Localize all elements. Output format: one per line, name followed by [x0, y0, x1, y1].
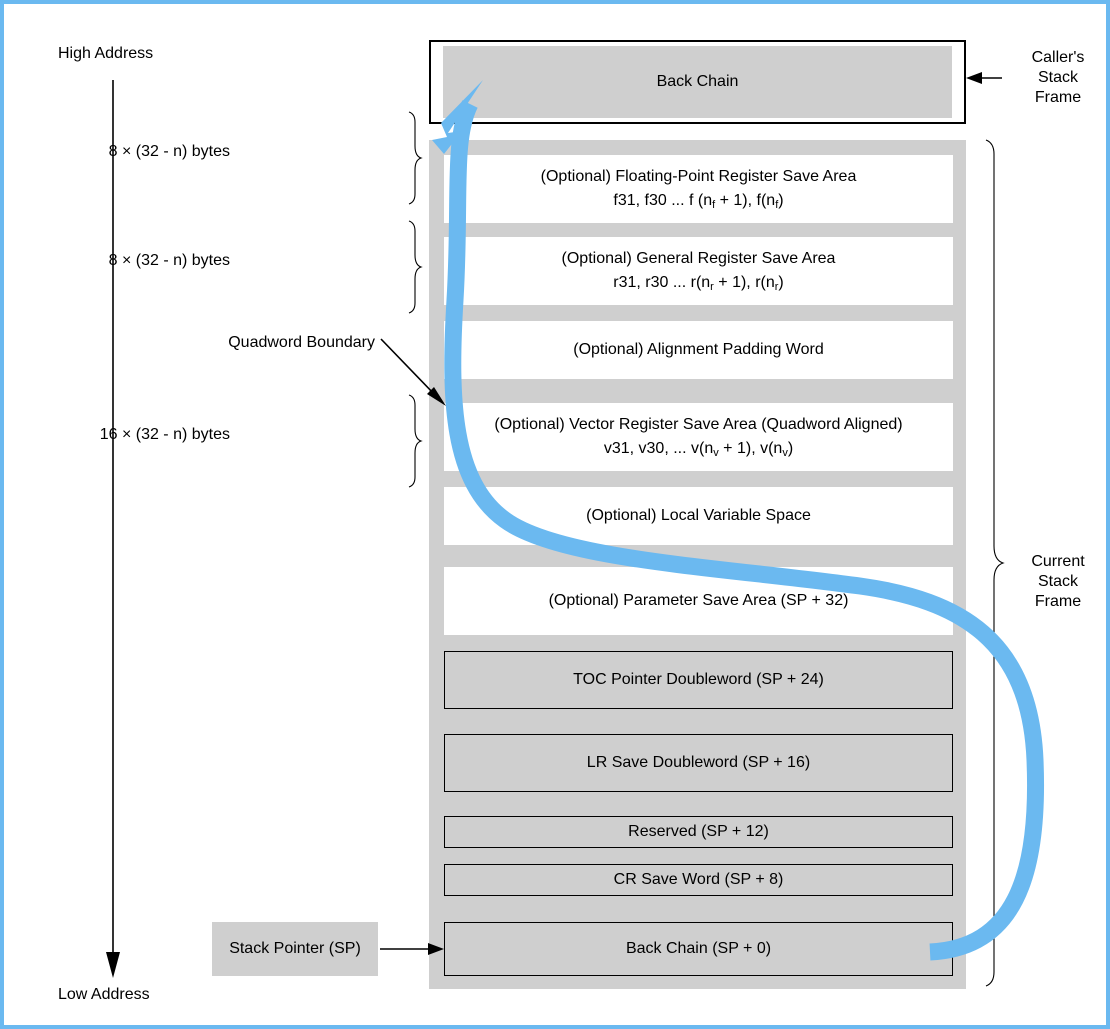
stack-row-parameter-save-area-line1: (Optional) Parameter Save Area (SP + 32) — [548, 592, 849, 610]
current-stack-frame-label-line3: Frame — [1034, 593, 1082, 610]
stack-row-fpr-save-area-line2: f31, f30 ... f (nf + 1), f(nf) — [613, 191, 784, 211]
callers-stack-frame-label-line1: Caller's — [1031, 49, 1085, 66]
stack-row-lr-save-doubleword-line1: LR Save Doubleword (SP + 16) — [586, 754, 811, 772]
low-address-label: Low Address — [58, 986, 150, 1003]
stack-row-parameter-save-area: (Optional) Parameter Save Area (SP + 32) — [444, 567, 953, 635]
brace-vector-size — [408, 394, 423, 488]
stack-row-alignment-padding-word-line1: (Optional) Alignment Padding Word — [573, 341, 824, 359]
stack-row-fpr-save-area-line1: (Optional) Floating-Point Register Save … — [540, 167, 857, 185]
callers-stack-frame-label-line2: Stack — [1037, 69, 1078, 86]
stack-row-gpr-save-area-line2: r31, r30 ... r(nr + 1), r(nr) — [613, 273, 784, 293]
callers-stack-frame-label: Caller's Stack Frame — [1012, 48, 1104, 108]
stack-row-local-variable-space-line1: (Optional) Local Variable Space — [586, 507, 811, 525]
stack-row-toc-pointer-doubleword: TOC Pointer Doubleword (SP + 24) — [444, 651, 953, 709]
stack-row-back-chain-sp0-line1: Back Chain (SP + 0) — [625, 940, 772, 958]
callers-stack-frame-label-line3: Frame — [1034, 89, 1082, 106]
stack-row-cr-save-word-line1: CR Save Word (SP + 8) — [613, 871, 784, 889]
stack-row-vector-register-save-area-line1: (Optional) Vector Register Save Area (Qu… — [494, 415, 903, 433]
back-chain-curve-path — [444, 100, 1045, 961]
brace-current-stack-frame — [985, 139, 1005, 987]
stack-row-vector-register-save-area: (Optional) Vector Register Save Area (Qu… — [444, 403, 953, 471]
high-address-label: High Address — [58, 45, 154, 62]
brace-gpr-size — [408, 220, 423, 314]
size-label-vector: 16 × (32 - n) bytes — [99, 426, 230, 443]
stack-row-lr-save-doubleword: LR Save Doubleword (SP + 16) — [444, 734, 953, 792]
quadword-boundary-label: Quadword Boundary — [228, 334, 375, 351]
stack-row-local-variable-space: (Optional) Local Variable Space — [444, 487, 953, 545]
stack-row-alignment-padding-word: (Optional) Alignment Padding Word — [444, 321, 953, 379]
current-stack-frame-label-line2: Stack — [1037, 573, 1078, 590]
address-direction-arrow — [106, 80, 120, 978]
brace-fpr-size — [408, 111, 423, 205]
stack-row-back-chain-sp0: Back Chain (SP + 0) — [444, 922, 953, 976]
current-stack-frame-label-line1: Current — [1031, 553, 1085, 570]
callers-frame-pointer-arrow — [966, 72, 1002, 84]
stack-row-reserved: Reserved (SP + 12) — [444, 816, 953, 848]
stack-row-gpr-save-area-line1: (Optional) General Register Save Area — [561, 249, 836, 267]
stack-row-cr-save-word: CR Save Word (SP + 8) — [444, 864, 953, 896]
stack-row-vector-register-save-area-line2: v31, v30, ... v(nv + 1), v(nv) — [603, 439, 794, 459]
size-label-fpr: 8 × (32 - n) bytes — [108, 143, 230, 160]
callers-back-chain-row: Back Chain — [443, 46, 952, 118]
back-chain-arrowhead — [432, 80, 483, 154]
stack-row-reserved-line1: Reserved (SP + 12) — [628, 823, 769, 841]
stack-row-toc-pointer-doubleword-line1: TOC Pointer Doubleword (SP + 24) — [573, 671, 824, 689]
quadword-boundary-arrow — [380, 338, 446, 406]
stack-row-fpr-save-area: (Optional) Floating-Point Register Save … — [444, 155, 953, 223]
stack-pointer-arrow — [380, 943, 444, 955]
stack-row-gpr-save-area: (Optional) General Register Save Area r31… — [444, 237, 953, 305]
size-label-gpr: 8 × (32 - n) bytes — [108, 252, 230, 269]
current-stack-frame-label: Current Stack Frame — [1012, 552, 1104, 612]
stack-pointer-box: Stack Pointer (SP) — [212, 922, 378, 976]
